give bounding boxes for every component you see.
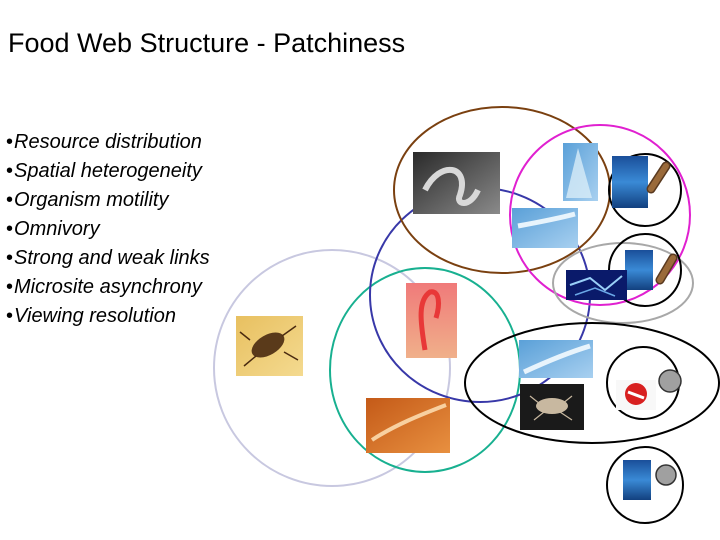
blue-microbe-photo [612, 156, 648, 208]
patch-black-circle-1 [608, 153, 682, 227]
bullet-item: Viewing resolution [6, 302, 210, 331]
bullet-item: Organism motility [6, 186, 210, 215]
grey-particle-icon [655, 464, 677, 486]
blue-microbe-photo [625, 250, 653, 290]
grey-particle-icon [658, 369, 682, 393]
mite-micrograph [236, 316, 303, 376]
nematode-blue-micrograph [519, 340, 593, 378]
patch-black-circle-4 [606, 446, 684, 524]
nematode-light-blue-micrograph [512, 208, 578, 248]
bullet-item: Omnivory [6, 215, 210, 244]
root-fragment-icon [655, 253, 678, 285]
bullet-item: Microsite asynchrony [6, 273, 210, 302]
patch-magenta-ellipse [509, 124, 691, 306]
red-fruit-photo [616, 380, 656, 410]
bullet-item: Spatial heterogeneity [6, 157, 210, 186]
patch-grey-ellipse [552, 242, 694, 324]
root-fragment-icon [646, 161, 671, 194]
springtail-photo [520, 384, 584, 430]
fungal-hyphae-micrograph [566, 270, 627, 300]
bullet-list: Resource distribution Spatial heterogene… [6, 128, 210, 331]
nematode-micrograph-grey [413, 152, 500, 214]
bullet-item: Resource distribution [6, 128, 210, 157]
blue-microbe-photo [623, 460, 651, 500]
patch-black-large-ellipse [464, 322, 720, 444]
nematode-stained-micrograph [406, 283, 457, 358]
patch-lavender-ellipse [213, 249, 451, 487]
nematode-orange-micrograph [366, 398, 450, 453]
bullet-item: Strong and weak links [6, 244, 210, 273]
nematode-head-micrograph [563, 143, 598, 201]
slide-title: Food Web Structure - Patchiness [8, 28, 406, 58]
